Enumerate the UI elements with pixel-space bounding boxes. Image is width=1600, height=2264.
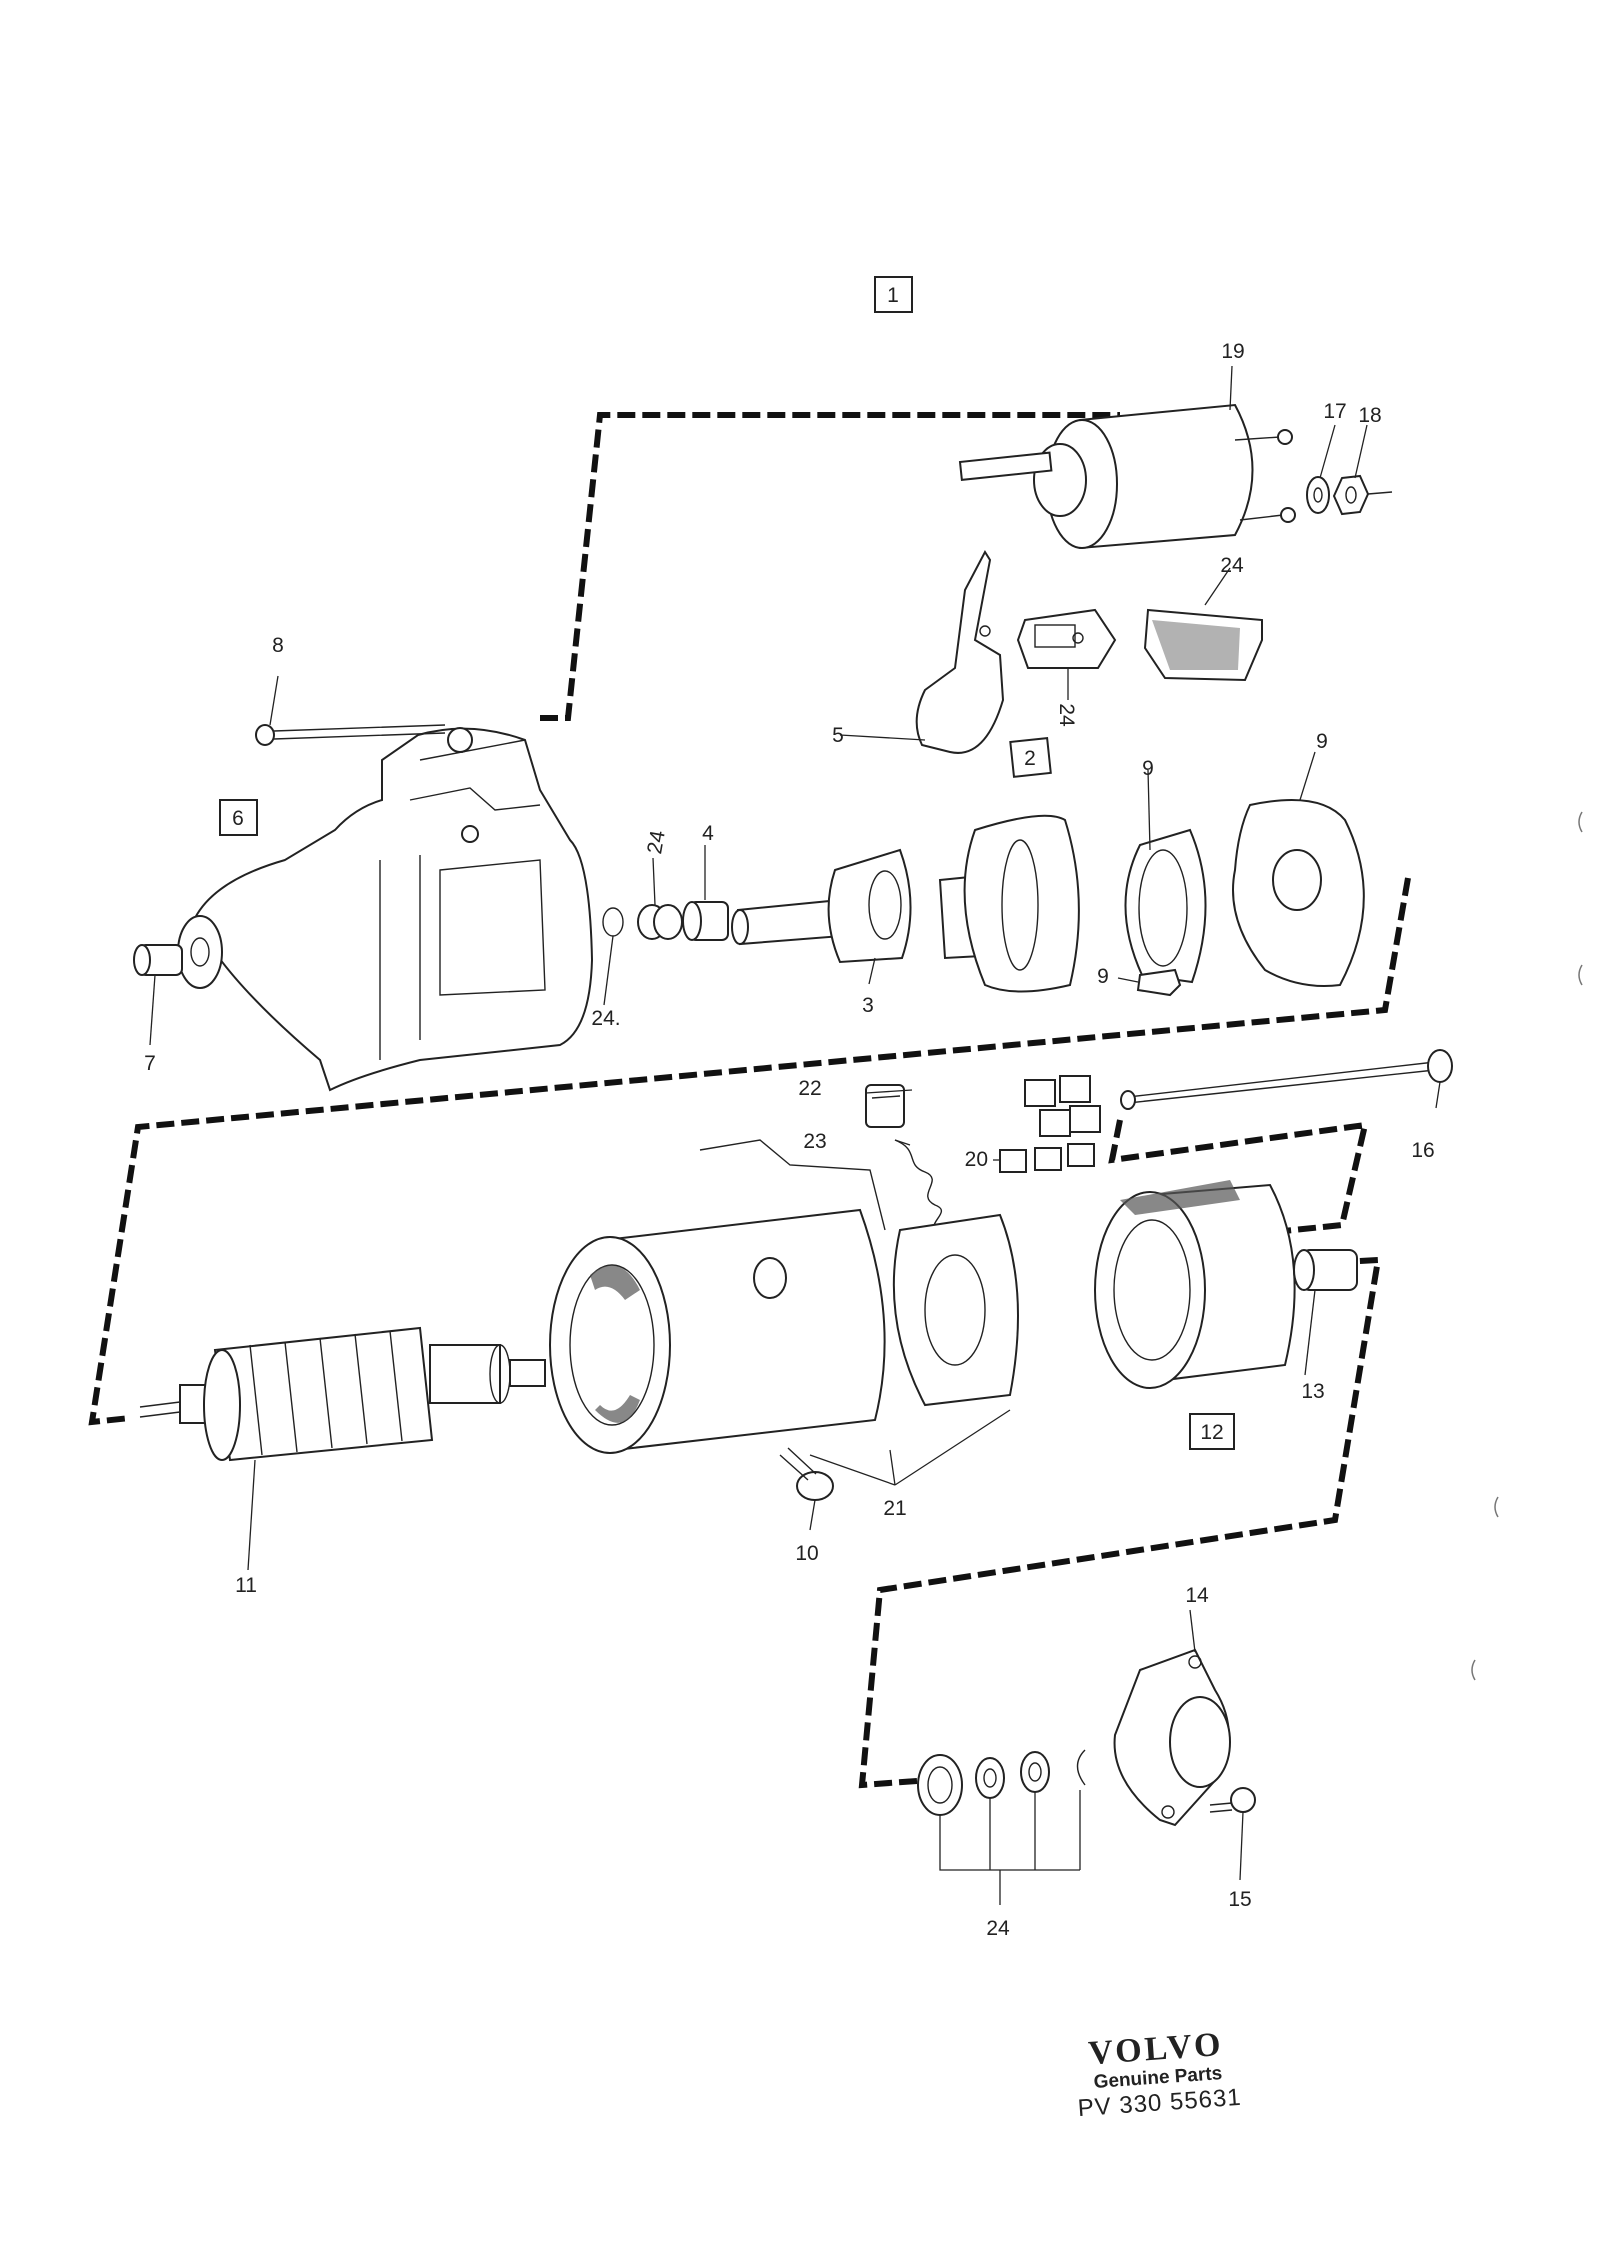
callout-3: 3 [862,994,874,1017]
end-shield [1094,1180,1296,1389]
shift-fork [915,549,1005,754]
ring-gear [1124,828,1207,984]
callout-10: 10 [795,1542,818,1565]
field-housing [549,1208,886,1454]
pinion-assembly [731,814,1080,993]
callout-24-dot: 24. [591,1007,620,1030]
svg-text:2: 2 [1024,747,1036,770]
solenoid [958,403,1296,550]
callout-22: 22 [798,1077,821,1100]
callout-9-gear: 9 [1142,757,1154,780]
svg-text:6: 6 [232,807,244,830]
callout-9-block: 9 [1097,965,1109,988]
group-label-1: 1 [874,276,913,313]
bracket-part-24a [1016,608,1117,669]
armature [139,1326,546,1462]
volvo-genuine-parts-brand: VOLVO Genuine Parts PV 330 55631 [1035,2023,1280,2126]
screw-8 [255,724,446,746]
callout-13: 13 [1301,1380,1324,1403]
callout-24-washers: 24 [986,1917,1010,1940]
bush-13 [1293,1249,1358,1291]
callout-24-ring: 24 [643,828,670,855]
bearing-cap [1113,1648,1231,1827]
callout-9-plate: 9 [1316,730,1328,753]
callout-16: 16 [1411,1139,1434,1162]
cover-plate [1232,799,1365,987]
svg-text:12: 12 [1200,1421,1223,1444]
callout-24-bracket: 24 [1220,554,1244,577]
bracket-part-24b [1143,608,1263,682]
screw-15 [1209,1787,1256,1813]
callout-24-clip: 24 [1055,703,1078,727]
callout-11: 11 [235,1574,257,1597]
callout-4: 4 [702,822,714,845]
callout-23: 23 [803,1130,826,1153]
brush-terminal [865,1084,943,1236]
callout-8: 8 [272,634,284,657]
callout-7: 7 [144,1052,156,1075]
end-washers [917,1749,1086,1816]
callout-14: 14 [1185,1584,1209,1607]
group-label-2: 2 [1009,737,1052,778]
brush-set [999,1075,1101,1173]
part-callouts: 19 17 18 24 24 5 9 9 9 8 24 4 24. 3 7 22… [144,340,1435,1940]
svg-text:1: 1 [887,284,899,307]
small-block [1136,968,1182,997]
through-bolt [1120,1049,1453,1110]
callout-18: 18 [1358,404,1381,427]
leader-lines [149,365,1441,1905]
group-label-6: 6 [219,799,258,836]
bush-7 [133,944,183,976]
screw-10 [779,1447,834,1501]
callout-20: 20 [965,1148,988,1171]
group-label-12: 12 [1189,1413,1235,1450]
washer-and-nut [1306,474,1393,516]
callout-21: 21 [883,1497,906,1520]
drive-end-housing [177,727,594,1092]
callout-15: 15 [1228,1888,1251,1911]
callout-5: 5 [832,724,844,747]
callout-19: 19 [1221,340,1244,363]
retainer-rings [602,901,729,941]
callout-17: 17 [1323,400,1346,423]
brush-plate [699,1139,1019,1407]
scan-marks [1471,811,1583,1681]
